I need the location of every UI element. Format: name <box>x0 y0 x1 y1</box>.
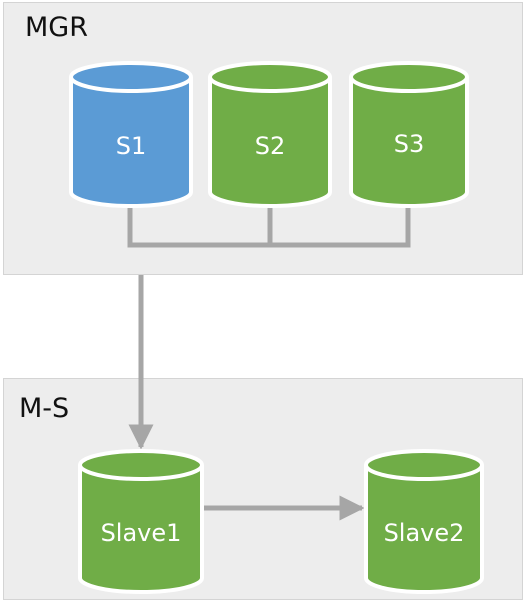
database-s1-top <box>69 61 193 93</box>
database-s2-body <box>208 77 332 208</box>
database-slave1-body <box>78 465 204 594</box>
database-slave2-label: Slave2 <box>384 519 465 547</box>
master-slave-group-title: M-S <box>19 393 70 424</box>
database-s3-label: S3 <box>394 130 425 158</box>
database-s3-body <box>349 77 469 208</box>
database-s1-label: S1 <box>116 132 147 160</box>
database-s3: S3 <box>349 61 469 208</box>
database-slave2: Slave2 <box>364 449 484 594</box>
database-s2-top <box>208 61 332 93</box>
database-slave1-top <box>78 449 204 481</box>
database-s2: S2 <box>208 61 332 208</box>
database-s2-label: S2 <box>255 132 286 160</box>
database-slave2-top <box>364 449 484 481</box>
database-slave1-label: Slave1 <box>101 519 182 547</box>
database-slave1: Slave1 <box>78 449 204 594</box>
mgr-group-bus-connector <box>127 204 411 248</box>
database-s3-top <box>349 61 469 93</box>
database-s1-body <box>69 77 193 208</box>
mgr-group-title: MGR <box>25 12 88 43</box>
database-s1: S1 <box>69 61 193 208</box>
database-slave2-body <box>364 465 484 594</box>
